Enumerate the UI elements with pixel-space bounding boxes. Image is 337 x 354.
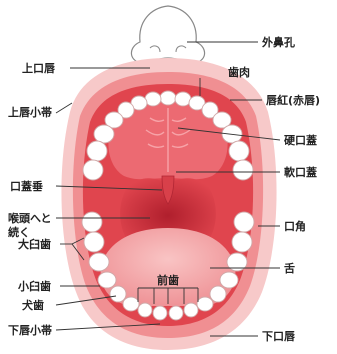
label-uvula: 口蓋垂 (10, 179, 43, 193)
label-gums: 歯肉 (228, 65, 250, 79)
label-upper-lip-frenulum: 上唇小帯 (8, 105, 52, 119)
uvula (161, 175, 175, 205)
label-soft-palate: 軟口蓋 (284, 165, 317, 179)
throat (120, 178, 216, 246)
label-pharynx-line2: 続く (8, 225, 30, 239)
label-tongue: 舌 (284, 261, 295, 275)
label-nose-external: 外鼻孔 (261, 35, 295, 49)
label-upper-lip: 上口唇 (22, 61, 56, 75)
label-vermilion: 唇紅(赤唇) (266, 93, 320, 107)
label-small-molars: 小臼歯 (17, 279, 51, 293)
label-lower-lip-frenulum: 下唇小帯 (8, 323, 52, 337)
palate-ridges (145, 108, 191, 172)
label-large-molars: 大臼歯 (18, 237, 51, 251)
tongue (100, 228, 236, 306)
nose (130, 5, 206, 64)
label-front-teeth: 前歯 (157, 273, 179, 287)
label-hard-palate: 硬口蓋 (284, 133, 317, 147)
upper-teeth (82, 90, 254, 181)
lower-teeth (81, 211, 255, 321)
label-pharynx-line1: 喉頭へと (8, 211, 51, 225)
leader-lines (55, 41, 281, 337)
label-mouth-corner: 口角 (284, 219, 306, 233)
label-lower-lip: 下口唇 (262, 330, 296, 343)
label-canine: 犬歯 (22, 298, 44, 312)
